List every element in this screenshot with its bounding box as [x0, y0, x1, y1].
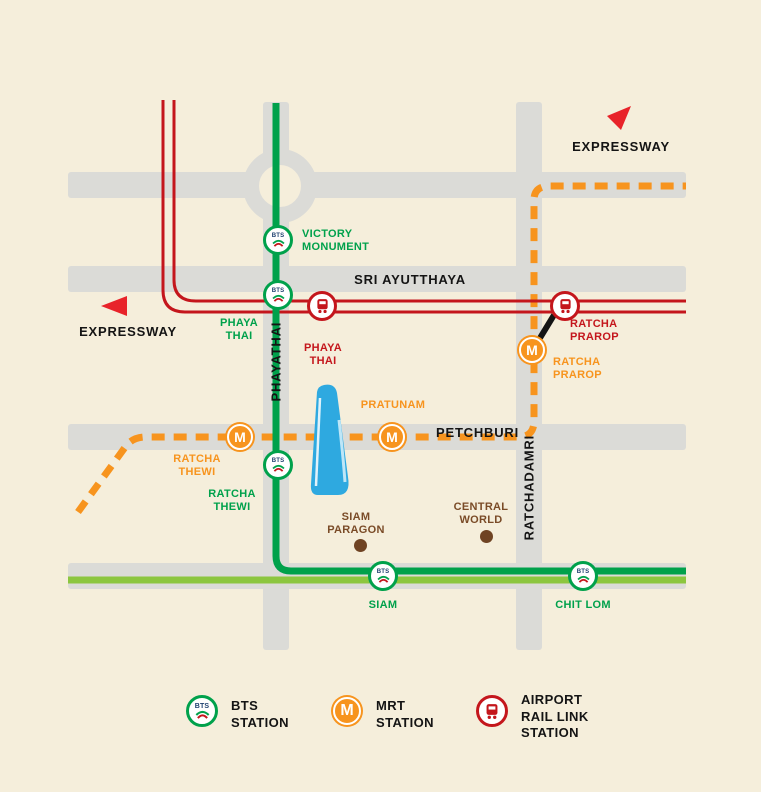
- mrt-line: [75, 182, 686, 515]
- label-ratcha-prarop-mrt: RATCHA PRAROP: [553, 356, 602, 381]
- label-road-sri-ayutthaya: SRI AYUTTHAYA: [354, 272, 466, 287]
- legend-mrt-label: MRT STATION: [376, 698, 434, 730]
- label-victory-monument: VICTORY MONUMENT: [302, 228, 370, 253]
- train-icon: [559, 299, 571, 314]
- bts-logo-icon: [271, 464, 285, 472]
- label-central-world: CENTRAL WORLD: [453, 501, 509, 526]
- station-marker-phaya-thai-bts: BTS: [263, 280, 293, 310]
- station-marker-chit-lom-bts: BTS: [568, 561, 598, 591]
- bts-logo-icon: [195, 710, 209, 719]
- bts-logo-icon: [376, 575, 390, 583]
- baiyoke-tower-edge: [337, 419, 347, 483]
- station-marker-ratcha-prarop-mrt: M: [517, 335, 547, 365]
- interchange-connector: [537, 313, 557, 340]
- bts-marker-text: BTS: [271, 288, 285, 294]
- label-phaya-thai-arl: PHAYA THAI: [304, 342, 342, 367]
- victory-monument-roundabout: [243, 149, 317, 223]
- expressway-arrow-ne: [607, 106, 631, 130]
- legend-bts-label: BTS STATION: [231, 698, 289, 730]
- label-expressway-right: EXPRESSWAY: [572, 139, 670, 154]
- label-road-phayathai: PHAYATHAI: [268, 321, 284, 402]
- mrt-m-glyph: M: [386, 429, 398, 445]
- bts-green-line: [272, 103, 686, 575]
- poi-dot-central-world: [480, 530, 493, 543]
- bts-marker-text: BTS: [376, 569, 390, 575]
- label-expressway-left: EXPRESSWAY: [79, 324, 177, 339]
- arl-line-outer: [161, 100, 686, 314]
- station-marker-pratunam-mrt: M: [377, 422, 407, 452]
- station-marker-ratcha-thewi-mrt: M: [225, 422, 255, 452]
- legend-arl-label: AIRPORT RAIL LINK STATION: [521, 692, 589, 741]
- train-icon: [316, 299, 328, 314]
- expressway-arrow-west: [101, 296, 127, 316]
- label-road-ratchadamri: RATCHADAMRI: [521, 435, 537, 541]
- station-marker-ratcha-prarop-arl: [550, 291, 580, 321]
- road-top: [68, 172, 686, 198]
- label-ratcha-prarop-arl: RATCHA PRAROP: [570, 318, 619, 343]
- legend-mrt-marker: M: [331, 695, 363, 727]
- legend-bts-marker: BTS: [186, 695, 218, 727]
- mrt-m-glyph: M: [526, 342, 538, 358]
- station-marker-phaya-thai-arl: [307, 291, 337, 321]
- bts-logo-icon: [271, 294, 285, 302]
- bts-logo-icon: [576, 575, 590, 583]
- train-icon: [486, 703, 498, 719]
- label-phaya-thai-bts: PHAYA THAI: [220, 317, 258, 342]
- mrt-m-glyph: M: [234, 429, 246, 445]
- label-chit-lom: CHIT LOM: [555, 599, 611, 611]
- legend-arl-marker: [476, 695, 508, 727]
- station-marker-siam-bts: BTS: [368, 561, 398, 591]
- baiyoke-tower-highlight: [314, 397, 322, 487]
- bts-logo-icon: [271, 239, 285, 247]
- bts-marker-text: BTS: [271, 458, 285, 464]
- arl-line-inner: [172, 100, 686, 303]
- label-siam-paragon: SIAM PARAGON: [327, 511, 385, 536]
- bts-marker-text: BTS: [576, 569, 590, 575]
- station-marker-ratcha-thewi-bts: BTS: [263, 450, 293, 480]
- label-siam: SIAM: [368, 599, 398, 611]
- station-marker-victory-monument-bts: BTS: [263, 225, 293, 255]
- label-pratunam: PRATUNAM: [360, 399, 426, 411]
- bts-marker-text: BTS: [271, 233, 285, 239]
- poi-dot-siam-paragon: [354, 539, 367, 552]
- label-ratcha-thewi-mrt: RATCHA THEWI: [173, 453, 221, 478]
- mrt-m-glyph: M: [340, 702, 354, 719]
- bts-marker-text: BTS: [194, 703, 210, 710]
- label-road-petchburi: PETCHBURI: [436, 425, 520, 440]
- label-ratcha-thewi-bts: RATCHA THEWI: [208, 488, 256, 513]
